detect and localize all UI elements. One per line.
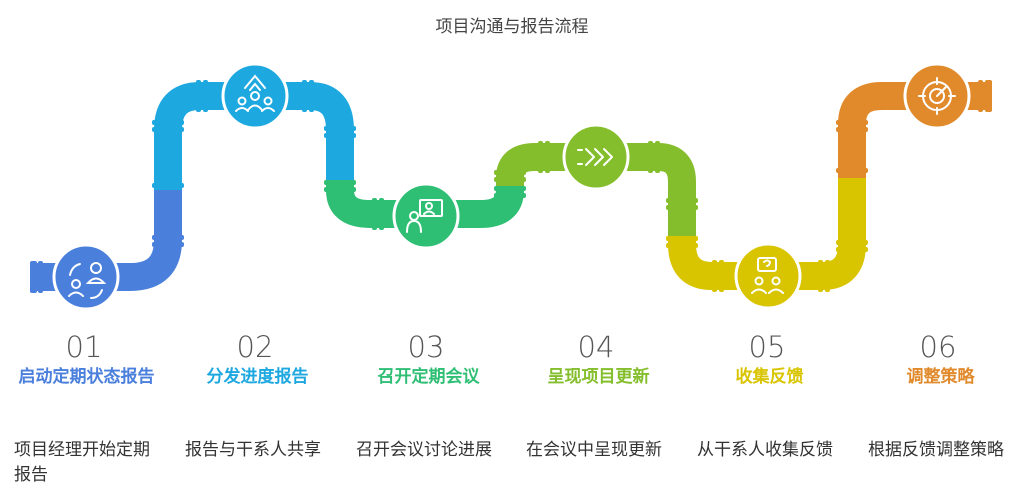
pipe-flange (666, 198, 698, 203)
question-people-icon (751, 257, 784, 294)
step-label: 分发进度报告 (206, 367, 309, 387)
step-label: 启动定期状态报告 (18, 367, 155, 387)
chevrons-forward-icon (577, 148, 613, 166)
pipe-flange (648, 141, 653, 173)
pipe-flange (494, 193, 526, 198)
step-description: 报告与干系人共享 (185, 440, 321, 460)
pipe-flange (719, 260, 724, 292)
pipe-flange (372, 198, 377, 230)
pipe-flange (836, 240, 868, 245)
pipe-flange (309, 80, 314, 112)
pipe-flange (324, 133, 356, 138)
step-number: 06 (919, 330, 957, 364)
presenter-icon (406, 199, 443, 233)
pipe-flange (836, 247, 868, 252)
pipe-flange (712, 260, 717, 292)
step-label: 召开定期会议 (377, 367, 480, 387)
pipe-flange (666, 243, 698, 248)
pipe-flange (818, 260, 823, 292)
pipe-flange (152, 120, 184, 125)
pipe-flange (196, 80, 201, 112)
step-number: 05 (748, 330, 786, 364)
pipe-flange (38, 261, 43, 293)
step-3-node (392, 182, 460, 250)
pipe-flange (30, 261, 37, 293)
step-2-node (221, 62, 289, 130)
pipe-flange (494, 177, 526, 182)
pipe-flange (985, 80, 992, 112)
pipe-flange (324, 126, 356, 131)
step-6-node (903, 62, 971, 130)
step-description: 在会议中呈现更新 (526, 440, 662, 460)
pipe-flange (825, 260, 830, 292)
step-number: 01 (65, 330, 103, 364)
pipe-flange (666, 205, 698, 210)
pipe-flange (203, 80, 208, 112)
pipe-flange (152, 235, 184, 240)
pipeline-diagram (30, 62, 992, 311)
step-5-node (734, 242, 802, 310)
pipe-flange (978, 80, 983, 112)
pipe-flange (152, 242, 184, 247)
step-description: 从干系人收集反馈 (697, 440, 833, 460)
step-label: 收集反馈 (735, 367, 804, 387)
pipe-flange (152, 127, 184, 132)
step-number: 04 (577, 330, 615, 364)
pipe-flange (302, 80, 307, 112)
pipe-flange (379, 198, 384, 230)
target-arrow-icon (918, 77, 956, 115)
step-description: 召开会议讨论进展 (356, 440, 492, 460)
people-cycle-icon (68, 262, 107, 299)
step-number: 02 (236, 330, 274, 364)
pipe-segment-6 (836, 80, 992, 178)
pipe-flange (545, 141, 550, 173)
pipe-flange (152, 183, 184, 188)
diagram-title: 项目沟通与报告流程 (435, 17, 589, 37)
pipe-flange (494, 170, 526, 175)
step-4-node (562, 123, 630, 191)
people-share-icon (235, 74, 275, 112)
step-description: 根据反馈调整策略 (868, 440, 1004, 460)
pipe-flange (836, 168, 868, 173)
pipe-flange (324, 187, 356, 192)
pipe-flange (655, 141, 660, 173)
pipe-segment-1 (30, 190, 184, 293)
step-number: 03 (407, 330, 445, 364)
pipe-flange (836, 127, 868, 132)
step-label: 调整策略 (906, 367, 975, 387)
pipe-flange (324, 180, 356, 185)
pipe-flange (666, 236, 698, 241)
pipe-flange (836, 120, 868, 125)
step-label: 呈现项目更新 (547, 367, 650, 387)
step-1-node (52, 243, 120, 311)
pipe-flange (538, 141, 543, 173)
step-description: 项目经理开始定期报告 (14, 440, 150, 485)
pipe-flange (494, 186, 526, 191)
